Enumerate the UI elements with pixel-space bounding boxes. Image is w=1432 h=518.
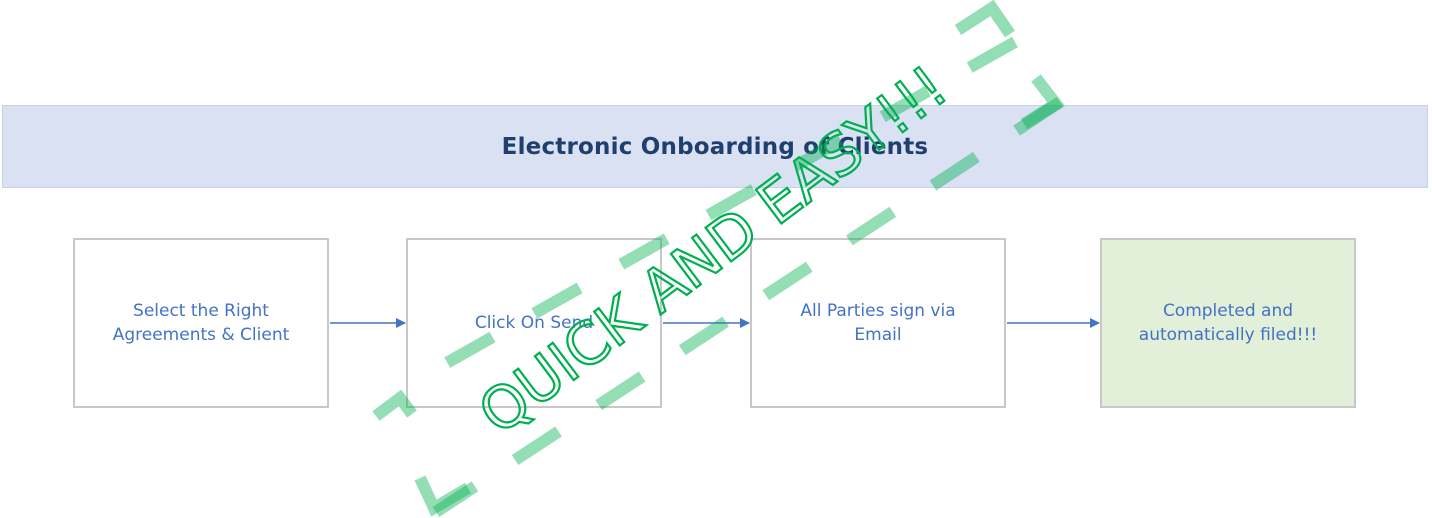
stamp-corner-top: [954, 0, 1015, 38]
stamp-text: QUICK AND EASY!!!: [466, 52, 959, 447]
step-label: All Parties sign via Email: [800, 301, 956, 345]
page-title: Electronic Onboarding of Clients: [501, 133, 929, 160]
stamp-frame-bottom-dash: [432, 96, 1064, 518]
step-label: Click On Send: [474, 313, 594, 333]
stamp-corner-right: [1020, 74, 1065, 130]
step-click-send: Click On Send: [406, 238, 662, 408]
quick-easy-stamp: QUICK AND EASY!!!: [372, 0, 1065, 518]
step-parties-sign: All Parties sign via Email: [750, 238, 1006, 408]
stamp-corner-left: [372, 389, 417, 421]
step-select-agreements: Select the Right Agreements & Client: [73, 238, 329, 408]
header-banner: Electronic Onboarding of Clients: [2, 105, 1428, 188]
step-completed: Completed and automatically filed!!!: [1100, 238, 1356, 408]
step-label: Completed and automatically filed!!!: [1138, 301, 1318, 345]
stamp-corner-bottom: [414, 475, 472, 517]
stamp-frame-top-dash: [417, 36, 1018, 384]
step-label: Select the Right Agreements & Client: [112, 301, 290, 345]
